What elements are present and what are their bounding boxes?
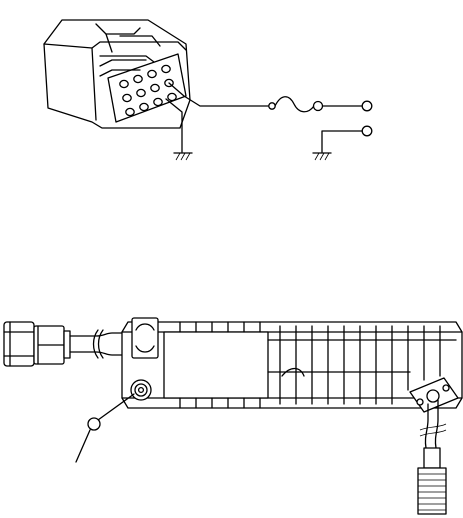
switch-contact: [314, 102, 323, 111]
power-plug: [4, 322, 70, 366]
connector-housing: [44, 20, 190, 128]
radio-unit: [122, 318, 462, 412]
front-panel: [164, 332, 268, 398]
ground-symbol-right: [313, 153, 331, 160]
terminal-negative: [362, 126, 372, 136]
top-schematic: [44, 20, 372, 160]
ground-symbol-left: [174, 153, 192, 160]
antenna-cable: [418, 400, 446, 514]
ground-screw: [131, 380, 151, 400]
fuse-symbol: [275, 97, 314, 112]
bottom-assembly: [4, 318, 462, 514]
terminal-positive: [362, 101, 372, 111]
